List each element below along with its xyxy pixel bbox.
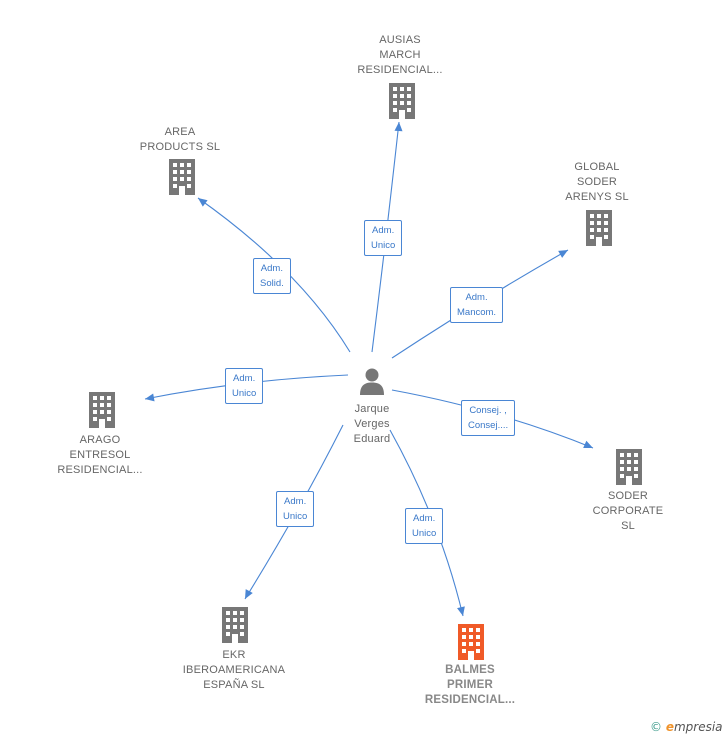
company-label-area[interactable]: AREA PRODUCTS SL — [120, 125, 240, 155]
building-icon-highlighted[interactable] — [455, 624, 487, 660]
person-icon — [360, 368, 384, 395]
arrowhead-icon — [457, 606, 465, 616]
label-line: ARENYS SL — [565, 191, 629, 203]
relation-label-global[interactable]: Adm. Mancom. — [450, 287, 504, 323]
building-icon[interactable] — [583, 210, 615, 246]
center-name-line: Eduard — [353, 433, 391, 445]
company-label-ausias[interactable]: AUSIAS MARCH RESIDENCIAL... — [340, 33, 460, 78]
company-label-ekr[interactable]: EKR IBEROAMERICANA ESPAÑA SL — [164, 648, 304, 693]
company-label-balmes[interactable]: BALMES PRIMER RESIDENCIAL... — [400, 663, 540, 708]
label-line: SODER — [576, 176, 618, 188]
center-person-name[interactable]: Jarque Verges Eduard — [340, 402, 404, 447]
arrowhead-icon — [145, 393, 155, 402]
building-icon[interactable] — [86, 392, 118, 428]
relation-line: Unico — [412, 528, 437, 539]
center-name-line: Verges — [354, 418, 390, 430]
relation-line: Unico — [283, 511, 308, 522]
label-line: AUSIAS — [379, 34, 421, 46]
label-line: MARCH — [379, 49, 421, 61]
label-line: ESPAÑA SL — [203, 679, 265, 691]
brand-logo-letter: e — [665, 720, 674, 734]
relation-label-balmes[interactable]: Adm. Unico — [405, 508, 444, 544]
relation-line: Unico — [371, 240, 396, 251]
relation-label-arago[interactable]: Adm. Unico — [225, 368, 264, 404]
relation-line: Solid. — [260, 278, 284, 289]
label-line: RESIDENCIAL... — [424, 694, 516, 706]
label-line: SL — [621, 520, 635, 532]
label-line: ARAGO — [79, 434, 121, 446]
relation-label-ekr[interactable]: Adm. Unico — [276, 491, 315, 527]
relation-line: Consej.... — [468, 420, 509, 431]
label-line: ENTRESOL — [69, 449, 131, 461]
relation-label-soder[interactable]: Consej. , Consej.... — [461, 400, 516, 436]
building-icon[interactable] — [613, 449, 645, 485]
relation-line: Adm. — [372, 225, 395, 236]
arrowhead-icon — [558, 250, 568, 258]
label-line: RESIDENCIAL... — [357, 64, 443, 76]
brand-name: mpresia — [673, 720, 723, 734]
relation-line: Adm. — [413, 513, 436, 524]
building-icon[interactable] — [166, 159, 198, 195]
arrowhead-icon — [245, 589, 253, 599]
arrowhead-icon — [394, 122, 403, 132]
arrowhead-icon — [583, 440, 593, 449]
center-name-line: Jarque — [354, 403, 390, 415]
label-line: SODER — [607, 490, 649, 502]
building-icon[interactable] — [386, 83, 418, 119]
label-line: RESIDENCIAL... — [57, 464, 143, 476]
label-line: BALMES — [445, 664, 495, 676]
company-label-arago[interactable]: ARAGO ENTRESOL RESIDENCIAL... — [40, 433, 160, 478]
relation-line: Adm. — [465, 292, 488, 303]
relation-line: Adm. — [284, 496, 307, 507]
footer-brand[interactable]: © empresia — [650, 720, 723, 734]
relation-label-area[interactable]: Adm. Solid. — [253, 258, 291, 294]
copyright-icon: © — [650, 720, 662, 734]
building-icon[interactable] — [219, 607, 251, 643]
company-label-soder[interactable]: SODER CORPORATE SL — [568, 489, 688, 534]
label-line: AREA — [164, 126, 196, 138]
label-line: GLOBAL — [574, 161, 620, 173]
label-line: CORPORATE — [592, 505, 664, 517]
relation-line: Consej. , — [469, 405, 507, 416]
relation-label-ausias[interactable]: Adm. Unico — [364, 220, 403, 256]
label-line: EKR — [222, 649, 246, 661]
relation-line: Adm. — [260, 263, 283, 274]
relation-line: Unico — [232, 388, 257, 399]
arrowhead-icon — [198, 198, 208, 207]
relation-line: Adm. — [233, 373, 256, 384]
label-line: PRODUCTS SL — [139, 141, 221, 153]
company-label-global[interactable]: GLOBAL SODER ARENYS SL — [537, 160, 657, 205]
label-line: IBEROAMERICANA — [182, 664, 286, 676]
relation-line: Mancom. — [457, 307, 497, 318]
label-line: PRIMER — [447, 679, 493, 691]
